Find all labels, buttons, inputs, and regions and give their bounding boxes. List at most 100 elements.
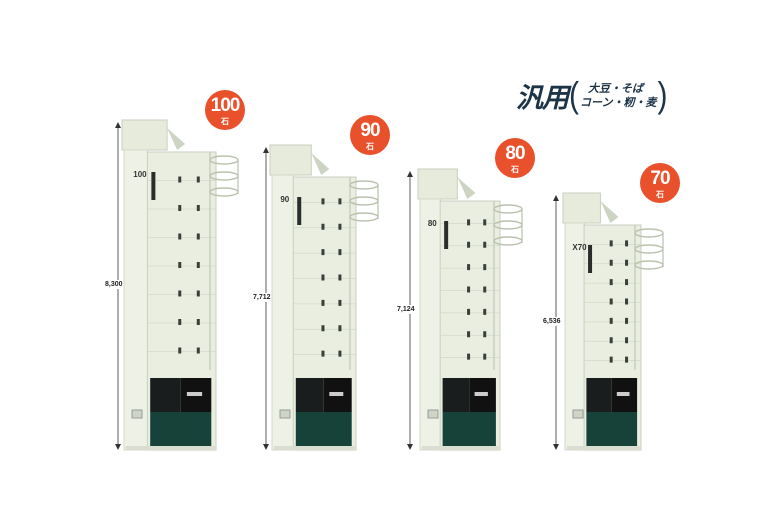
bolt-marker (338, 299, 342, 306)
bolt-marker (625, 279, 629, 286)
capacity-unit: 石 (656, 190, 664, 199)
bolt-marker (483, 308, 487, 315)
bolt-marker (321, 198, 325, 205)
bolt-marker (178, 319, 182, 325)
bolt-marker (321, 223, 325, 230)
bolt-marker (196, 262, 200, 268)
bolt-marker (467, 241, 471, 248)
control-panel (150, 378, 181, 412)
grain-dryer: 90 (263, 144, 379, 451)
height-dimension-label: 6,536 (543, 316, 561, 326)
switch-box (572, 409, 584, 419)
top-elevator-head (417, 168, 458, 200)
chute (457, 177, 476, 199)
bolt-marker (467, 308, 471, 315)
arrow-down-icon (115, 444, 121, 450)
switch-box (131, 409, 143, 419)
sight-window (588, 245, 593, 273)
bolt-marker (321, 249, 325, 256)
grain-dryer: X70 (553, 192, 664, 451)
burner-base (586, 412, 638, 446)
bolt-marker (196, 319, 200, 325)
bolt-marker (321, 350, 325, 357)
bolt-marker (483, 331, 487, 338)
bolt-marker (321, 325, 325, 332)
bolt-marker (625, 317, 629, 324)
model-label: X70 (572, 243, 587, 252)
burner-base (442, 412, 496, 446)
base-plate (126, 446, 216, 450)
bolt-marker (483, 219, 487, 226)
bolt-marker (609, 317, 613, 324)
top-elevator-head (562, 192, 601, 224)
control-panel (295, 378, 324, 412)
bolt-marker (467, 353, 471, 360)
bolt-marker (625, 240, 629, 247)
control-panel (442, 378, 470, 412)
bolt-marker (609, 337, 613, 344)
bolt-marker (467, 219, 471, 226)
arrow-down-icon (263, 444, 269, 450)
capacity-unit: 石 (221, 117, 229, 126)
bolt-marker (196, 176, 200, 183)
bolt-marker (467, 286, 471, 293)
top-elevator-head (269, 144, 312, 176)
bolt-marker (196, 347, 200, 354)
capacity-value: 70 (650, 168, 670, 189)
bolt-marker (609, 259, 613, 266)
capacity-value: 80 (505, 143, 525, 164)
display-screen (186, 392, 203, 396)
bolt-marker (338, 274, 342, 281)
bolt-marker (338, 249, 342, 256)
crops-line-1: 大豆・そば (588, 82, 643, 95)
bolt-marker (625, 298, 629, 305)
sight-window (297, 197, 302, 225)
bolt-marker (467, 264, 471, 271)
bolt-marker (178, 262, 182, 268)
capacity-unit: 石 (511, 165, 519, 174)
bolt-marker (178, 233, 182, 240)
paren-open: ( (569, 75, 579, 115)
elevator-column (271, 174, 294, 451)
bolt-marker (178, 205, 182, 211)
arrow-up-icon (263, 147, 269, 153)
arrow-up-icon (115, 122, 121, 128)
control-panel (586, 378, 612, 412)
model-label: 80 (428, 219, 437, 228)
bolt-marker (625, 337, 629, 344)
arrow-up-icon (407, 171, 413, 177)
bolt-marker (609, 279, 613, 286)
base-plate (422, 446, 500, 450)
sight-window (151, 172, 156, 200)
burner-base (150, 412, 212, 446)
capacity-unit: 石 (366, 142, 374, 151)
bolt-marker (178, 176, 182, 183)
bolt-marker (483, 286, 487, 293)
bolt-marker (338, 325, 342, 332)
bolt-marker (625, 356, 629, 363)
display-screen (329, 392, 344, 396)
bolt-marker (625, 259, 629, 266)
height-dimension-label: 7,124 (397, 304, 415, 314)
bolt-marker (196, 290, 200, 297)
bolt-marker (338, 223, 342, 230)
grain-dryer: 80 (407, 168, 523, 451)
bolt-marker (196, 205, 200, 211)
crops-line-2: コーン・籾・麦 (580, 96, 657, 109)
arrow-down-icon (407, 444, 413, 450)
arrow-up-icon (553, 195, 559, 201)
bolt-marker (483, 353, 487, 360)
base-plate (567, 446, 641, 450)
base-plate (274, 446, 356, 450)
capacity-value: 100 (210, 95, 241, 116)
paren-close: ) (657, 75, 668, 115)
usage-heading: 汎用 ( 大豆・そば コーン・籾・麦 ) (516, 75, 668, 115)
model-label: 100 (133, 170, 147, 179)
bolt-marker (196, 233, 200, 240)
chute (600, 201, 619, 223)
